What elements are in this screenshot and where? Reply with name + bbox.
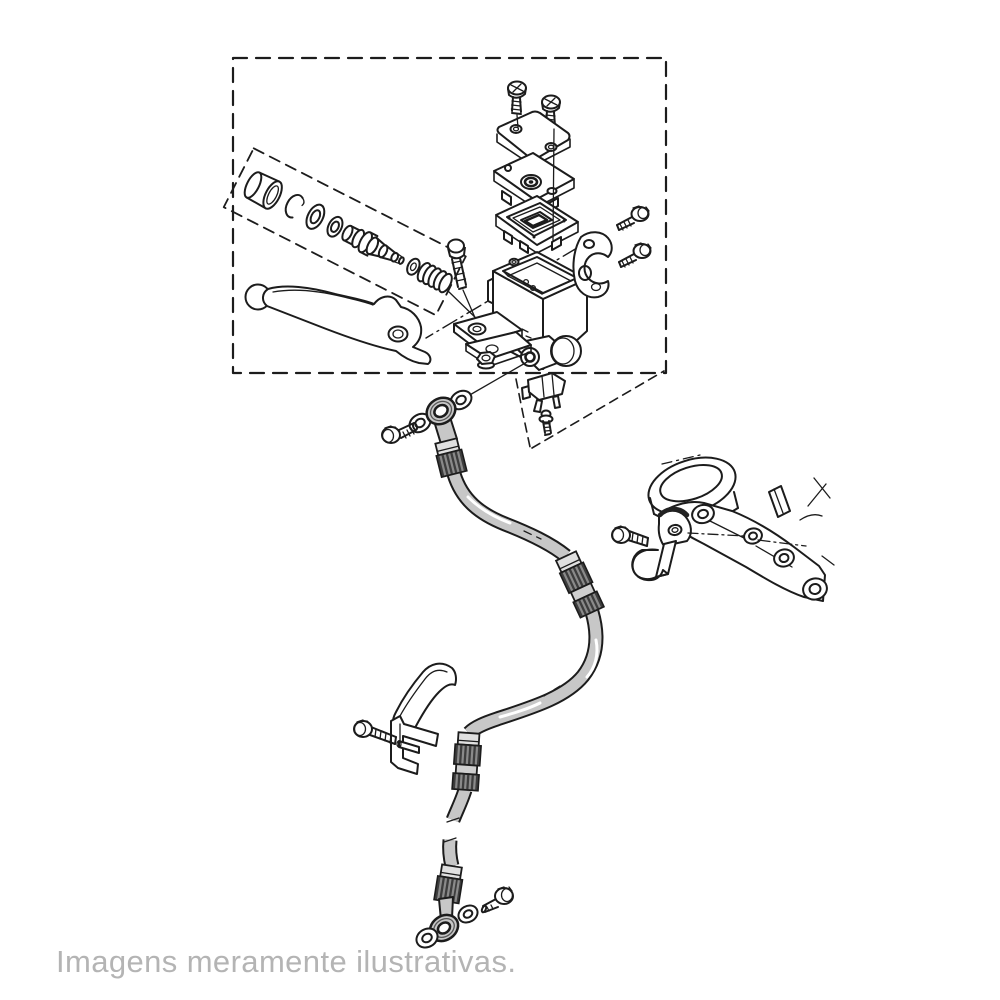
lower-banjo-bolt <box>480 886 514 914</box>
upper-banjo-bolt <box>381 422 419 444</box>
middle-hose-coupling <box>554 550 606 619</box>
screw-guide-line-1 <box>516 114 519 129</box>
fork-hose-guide <box>631 506 746 582</box>
brake-light-switch <box>521 372 566 413</box>
hose-clamp-bracket <box>390 662 457 775</box>
upper-sealing-washers <box>408 389 473 434</box>
disclaimer-text: Imagens meramente ilustrativas. <box>56 944 517 979</box>
handlebar-clamp <box>572 231 613 299</box>
hose-clamp-bolt <box>353 719 397 745</box>
brake-hose <box>425 396 606 943</box>
reservoir-cover-screw-1 <box>507 80 527 115</box>
switch-leader-dashed <box>515 378 531 448</box>
lower-sealing-washers <box>415 904 479 949</box>
upper-hose-fitting <box>434 437 468 479</box>
brake-lever <box>244 283 432 365</box>
return-spring <box>416 261 453 294</box>
box-leader-dashed <box>531 370 665 449</box>
lever-pivot-bolt <box>447 238 477 321</box>
guide-bolt <box>611 525 649 547</box>
piston-cup <box>243 171 283 210</box>
piston-repair-kit <box>222 147 467 317</box>
screw-guide-line-2 <box>552 128 555 241</box>
assembly-boundary-box <box>231 56 668 375</box>
circlip <box>284 193 305 219</box>
bottom-hose-fitting <box>433 863 464 905</box>
upper-banjo-leader <box>467 361 528 397</box>
seal-washers <box>305 203 344 238</box>
piston-washer <box>406 257 421 276</box>
upper-hose-eye <box>425 396 458 445</box>
clamp-bolt-2 <box>618 242 652 268</box>
diaphragm <box>495 195 579 254</box>
pivot-nut <box>476 351 496 370</box>
lower-hose-coupling <box>451 731 482 792</box>
piston <box>341 224 405 265</box>
switch-screw <box>538 409 554 436</box>
clamp-bolt-1 <box>616 205 650 231</box>
front-fork-lower <box>647 454 835 602</box>
